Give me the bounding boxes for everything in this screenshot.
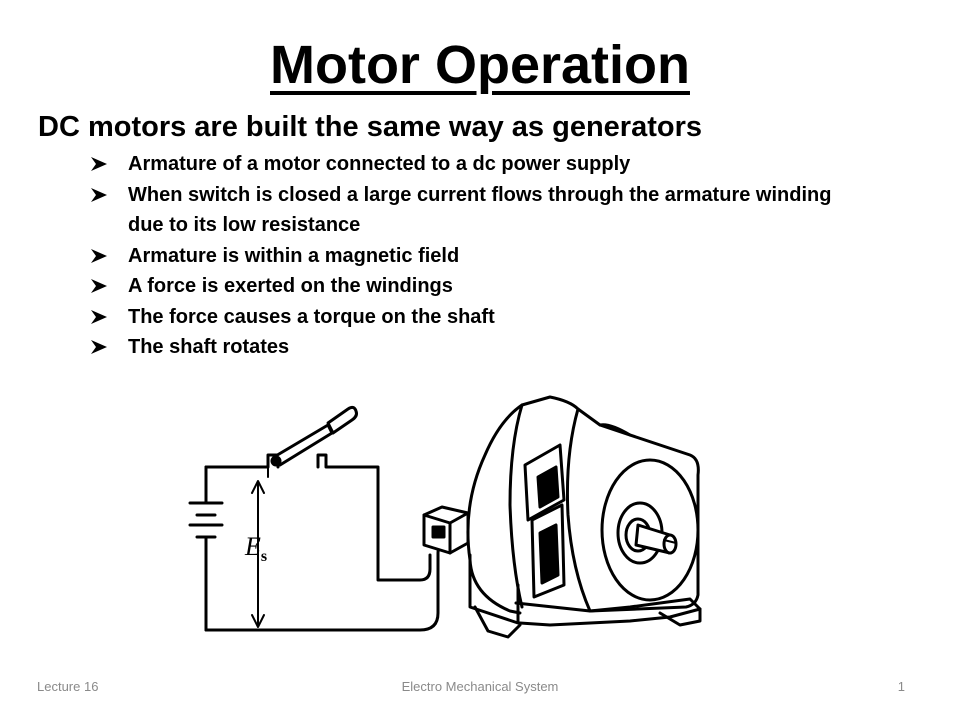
- bullet-item: When switch is closed a large current fl…: [90, 180, 870, 241]
- bullet-item: The force causes a torque on the shaft: [90, 302, 870, 333]
- bullet-list: Armature of a motor connected to a dc po…: [90, 149, 870, 363]
- arrowhead-bullet-icon: [91, 248, 107, 263]
- arrowhead-bullet-icon: [91, 309, 107, 324]
- bullet-item: Armature of a motor connected to a dc po…: [90, 149, 870, 180]
- bullet-item: Armature is within a magnetic field: [90, 241, 870, 272]
- arrowhead-bullet-icon: [91, 157, 107, 171]
- motor-housing: [466, 395, 700, 615]
- voltage-arrow: [251, 480, 265, 628]
- bullet-text: Armature is within a magnetic field: [128, 244, 460, 267]
- circuit-wires: [204, 453, 457, 632]
- arrowhead-bullet-icon: [91, 187, 107, 202]
- bullet-text: Armature of a motor connected to a dc po…: [128, 153, 631, 175]
- footer-course-title: Electro Mechanical System: [401, 679, 559, 694]
- voltage-label: Es: [244, 532, 267, 565]
- battery-symbol: [188, 465, 224, 632]
- bullet-item: A force is exerted on the windings: [90, 271, 870, 302]
- slide-title: Motor Operation: [270, 35, 690, 95]
- bullet-text: The shaft rotates: [128, 336, 290, 358]
- terminal-box: [422, 505, 470, 555]
- bullet-text: The force causes a torque on the shaft: [128, 305, 495, 328]
- arrowhead-bullet-icon: [91, 340, 107, 354]
- footer-lecture: Lecture 16: [37, 679, 99, 694]
- footer-page-number: 1: [897, 679, 905, 694]
- slide-subtitle: DC motors are built the same way as gene…: [38, 111, 702, 143]
- bullet-text: When switch is closed a large current fl…: [128, 183, 832, 237]
- bullet-text: A force is exerted on the windings: [128, 275, 453, 297]
- bullet-item: The shaft rotates: [90, 332, 870, 363]
- motor-shaft: [600, 458, 700, 602]
- arrowhead-bullet-icon: [91, 279, 107, 293]
- knife-switch: [270, 405, 358, 467]
- dc-motor-circuit-illustration: Es: [188, 395, 702, 639]
